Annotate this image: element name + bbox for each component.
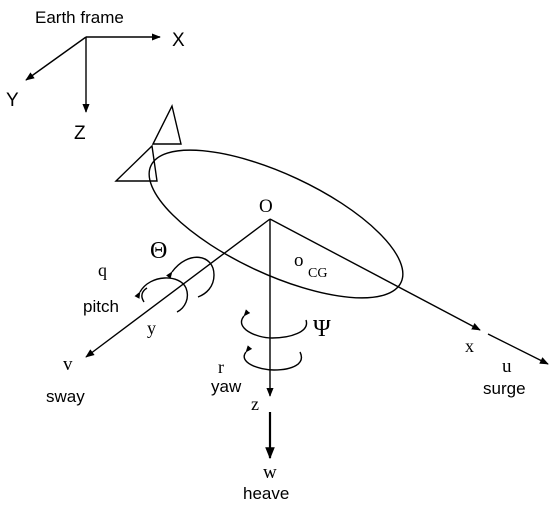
yaw-angle-symbol: Ψ: [313, 316, 331, 342]
yaw-arc-upper: [240, 309, 308, 339]
cg-subscript: CG: [308, 266, 327, 281]
body-z-label: z: [251, 394, 259, 414]
yaw-symbol: r: [218, 357, 224, 377]
tail-fin-lower: [114, 144, 158, 182]
pitch-arc-outer: [166, 256, 215, 298]
pitch-arc-tick: [141, 287, 148, 303]
tail-fin: [151, 103, 182, 145]
body-y-label: y: [147, 318, 156, 338]
body-frame: O x u surge y v sway z w heave o CG: [46, 196, 549, 503]
yaw-arc-lower: [243, 345, 303, 371]
earth-y-axis: [25, 36, 87, 81]
pitch-rotation: Θ q pitch: [83, 238, 215, 316]
earth-x-label: X: [172, 30, 185, 51]
surge-label: surge: [483, 379, 526, 398]
origin-label: O: [259, 196, 273, 217]
earth-z-label: Z: [74, 123, 86, 144]
body-y-axis: [85, 218, 271, 358]
heave-symbol: w: [263, 462, 277, 483]
sway-label: sway: [46, 387, 85, 406]
vehicle-body: [114, 103, 404, 299]
yaw-rotation: Ψ r yaw: [211, 309, 331, 396]
hull-ellipse: [148, 149, 404, 299]
earth-y-label: Y: [6, 90, 19, 111]
pitch-angle-symbol: Θ: [150, 238, 167, 264]
surge-arrow: [487, 333, 549, 365]
earth-frame-title: Earth frame: [35, 8, 124, 27]
body-x-axis: [269, 218, 481, 331]
sway-symbol: v: [63, 354, 73, 375]
cg-symbol: o: [294, 250, 304, 271]
earth-frame: Earth frame X Y Z: [6, 8, 185, 144]
pitch-symbol: q: [98, 260, 107, 280]
pitch-arc-inner: [134, 277, 189, 313]
body-x-label: x: [465, 336, 474, 356]
heave-label: heave: [243, 484, 289, 503]
surge-symbol: u: [502, 356, 512, 377]
pitch-label: pitch: [83, 297, 119, 316]
yaw-label: yaw: [211, 377, 242, 396]
